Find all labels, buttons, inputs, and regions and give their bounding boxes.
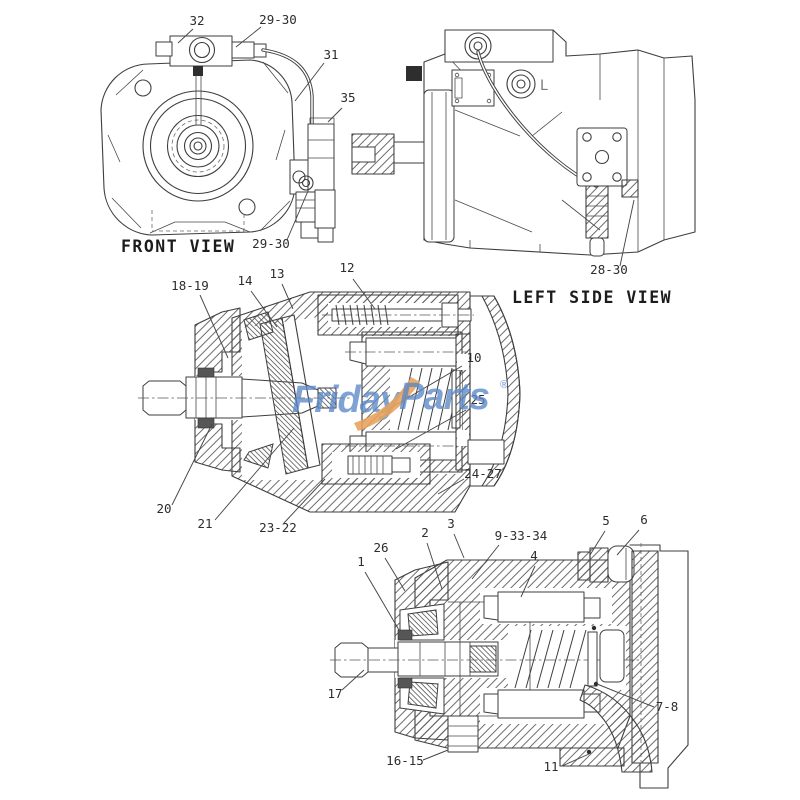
callout-2: 2 — [421, 525, 429, 540]
callout-11: 11 — [543, 759, 558, 774]
callout-1: 1 — [357, 554, 365, 569]
callout-26: 26 — [373, 540, 388, 555]
callout-12: 12 — [339, 260, 354, 275]
watermark-logo: Friday Parts ® — [292, 376, 508, 431]
callout-29-30-bottom: 29-30 — [252, 236, 290, 251]
callout-7-8: 7-8 — [656, 699, 679, 714]
callout-18-19: 18-19 — [171, 278, 209, 293]
watermark-check-icon — [354, 377, 420, 431]
port-marker-square — [406, 66, 422, 81]
callout-17: 17 — [327, 686, 342, 701]
callout-5: 5 — [602, 513, 610, 528]
callout-14: 14 — [237, 273, 252, 288]
left-side-view-drawing: L — [351, 29, 696, 257]
left-side-view-label: LEFT SIDE VIEW — [512, 288, 672, 307]
callout-16-15: 16-15 — [386, 753, 424, 768]
callout-4: 4 — [530, 548, 538, 563]
callout-3: 3 — [447, 516, 455, 531]
callout-25: 25 — [470, 392, 485, 407]
watermark-registered-mark: ® — [500, 379, 508, 391]
callout-24-27: 24-27 — [464, 466, 502, 481]
front-view-label: FRONT VIEW — [121, 237, 235, 256]
port-marker-square — [193, 66, 203, 76]
port-letter: L — [540, 78, 548, 94]
callout-21: 21 — [197, 516, 212, 531]
callout-10: 10 — [466, 350, 481, 365]
callout-20: 20 — [156, 501, 171, 516]
callout-6: 6 — [640, 512, 648, 527]
front-view-drawing — [100, 35, 336, 243]
callout-13: 13 — [269, 266, 284, 281]
callout-28-30: 28-30 — [590, 262, 628, 277]
callout-29-30-top: 29-30 — [259, 12, 297, 27]
watermark-parts-text: Parts — [399, 376, 489, 418]
callout-31: 31 — [323, 47, 338, 62]
callout-9-33-34: 9-33-34 — [495, 528, 548, 543]
callout-35: 35 — [340, 90, 355, 105]
callout-23-22: 23-22 — [259, 520, 297, 535]
middle-cross-section-drawing — [138, 291, 521, 513]
bottom-cross-section-drawing — [330, 543, 689, 789]
callout-32: 32 — [189, 13, 204, 28]
